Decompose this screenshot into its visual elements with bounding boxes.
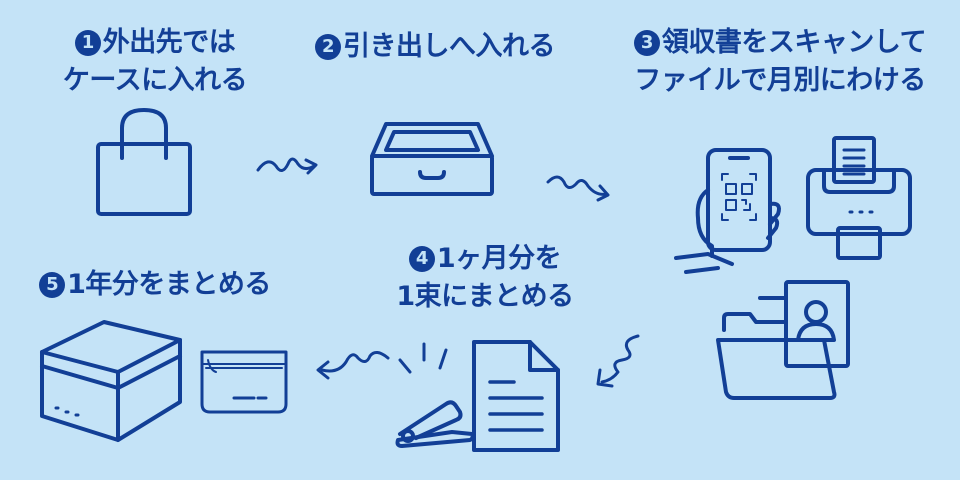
step-3-line-1: 領収書をスキャンして (661, 27, 927, 58)
scanner-printer-icon (806, 136, 912, 260)
step-4-line-2: 1束にまとめる (396, 281, 574, 312)
curly-arrow-icon (316, 351, 390, 380)
shopping-bag-icon (96, 108, 192, 216)
step-4-number: 4 (408, 246, 435, 272)
curly-arrow-icon (596, 334, 640, 388)
step-5-line-1: 1年分をまとめる (67, 269, 271, 300)
step-2-line-1: 引き出しへ入れる (343, 31, 556, 62)
curly-arrow-icon (546, 175, 610, 202)
step-2-number: 2 (315, 34, 341, 60)
drawer-tray-icon (370, 122, 494, 196)
step-3-number: 3 (633, 30, 660, 56)
step-4-line-1: 1ヶ月分を (436, 243, 562, 274)
stapler-icon (395, 342, 475, 448)
folder-documents-icon (716, 280, 850, 400)
step-1-line-2: ケースに入れる (62, 65, 248, 96)
step-1-line-1: 外出先では (102, 27, 236, 58)
smartphone-qr-icon (674, 148, 781, 274)
curly-arrow-icon (256, 157, 318, 175)
document-icon (472, 340, 560, 452)
step-1-number: 1 (74, 30, 101, 56)
storage-box-icon (40, 320, 182, 442)
step-5-number: 5 (39, 272, 66, 298)
zipper-pouch-icon (200, 350, 288, 414)
step-3-line-2: ファイルで月別にわける (634, 65, 926, 96)
